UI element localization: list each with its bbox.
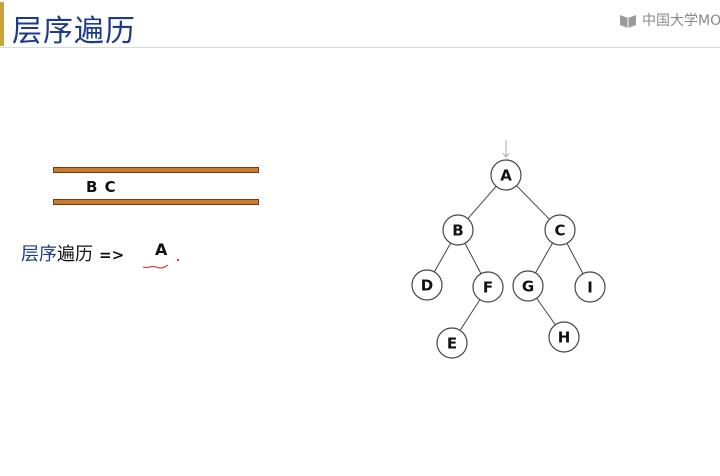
tree-node-label: D xyxy=(421,277,433,295)
tree-edge-B-D xyxy=(433,242,452,273)
tree-edge-C-G xyxy=(535,242,553,274)
tree-edge-A-C xyxy=(516,185,550,220)
tree-node-circle xyxy=(436,327,468,359)
tree-node-label: H xyxy=(558,329,571,347)
tree-node-label: B xyxy=(452,222,463,240)
tree-edge-C-I xyxy=(566,243,584,274)
pen-annotation-icon xyxy=(142,258,180,269)
tree-edge-F-E xyxy=(459,299,481,331)
result-label-black: 遍历 xyxy=(57,244,93,265)
tree-node-label: I xyxy=(587,279,593,297)
tree-node-D: D xyxy=(411,269,443,301)
tree-node-circle xyxy=(442,214,474,246)
tree-node-circle xyxy=(490,159,522,191)
slide-title: 层序遍历 xyxy=(12,14,136,49)
queue-contents: B C xyxy=(86,178,117,196)
result-arrow: => xyxy=(99,246,125,264)
tree-node-label: A xyxy=(500,167,512,185)
queue-bottom-bar xyxy=(53,199,259,205)
root-pointer-arrow xyxy=(502,140,510,158)
tree-edge-A-B xyxy=(467,185,497,220)
watermark: 中国大学MO xyxy=(618,10,720,30)
tree-node-circle xyxy=(548,321,580,353)
tree-node-label: G xyxy=(522,278,534,296)
title-divider xyxy=(0,47,720,48)
tree-node-E: E xyxy=(436,327,468,359)
tree-edge-G-H xyxy=(536,297,556,326)
watermark-text: 中国大学MO xyxy=(642,13,720,29)
tree-node-circle xyxy=(411,269,443,301)
traversal-result: 层序遍历 => A xyxy=(21,240,167,266)
tree-node-I: I xyxy=(574,271,606,303)
tree-node-H: H xyxy=(548,321,580,353)
mooc-logo-icon xyxy=(620,15,636,28)
tree-node-A: A xyxy=(490,159,522,191)
tree-node-G: G xyxy=(512,270,544,302)
result-output: A xyxy=(155,240,168,259)
tree-node-circle xyxy=(512,270,544,302)
tree-node-circle xyxy=(574,271,606,303)
tree-node-C: C xyxy=(544,214,576,246)
title-accent-bar xyxy=(0,2,4,46)
tree-node-B: B xyxy=(442,214,474,246)
tree-edge-B-F xyxy=(464,243,482,274)
tree-node-circle xyxy=(472,271,504,303)
tree-node-label: F xyxy=(483,279,493,297)
tree-node-circle xyxy=(544,214,576,246)
tree-node-label: E xyxy=(447,335,457,353)
tree-node-label: C xyxy=(554,222,565,240)
queue-top-bar xyxy=(53,167,259,173)
tree-node-F: F xyxy=(472,271,504,303)
result-label-blue: 层序 xyxy=(21,244,57,265)
